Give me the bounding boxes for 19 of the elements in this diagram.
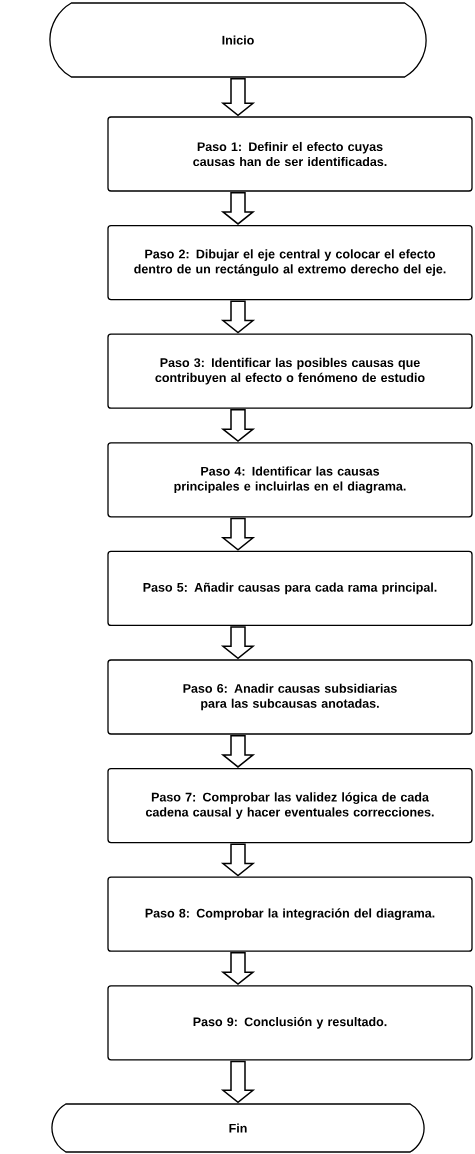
block-arrow — [220, 626, 256, 660]
process-box: Paso 4: Identificar las causas principales e incluirlas en el diagrama. — [107, 442, 473, 518]
block-arrow — [220, 191, 256, 225]
block-arrow — [220, 409, 256, 443]
process-box: Paso 5: Añadir causas para cada rama principal. — [107, 550, 473, 627]
process-box: Paso 8: Comprobar la integración del diagrama. — [107, 876, 473, 952]
process-box: Paso 7: Comprobar las validez lógica de cada cadena causal y hacer eventuales correcciones. — [107, 767, 473, 844]
process-box: Paso 2: Dibujar el eje central y colocar el efecto dentro de un rectángulo al extremo derecho del eje. — [107, 224, 473, 301]
block-arrow — [220, 77, 256, 117]
block-arrow — [220, 300, 256, 334]
block-arrow — [220, 517, 256, 551]
block-arrow — [220, 734, 256, 768]
process-box: Paso 9: Conclusión y resultado. — [107, 985, 473, 1061]
process-box: Paso 1: Definir el efecto cuyas causas han de ser identificadas. — [107, 116, 473, 192]
block-arrow — [220, 843, 256, 877]
block-arrow — [220, 952, 256, 986]
block-arrow — [220, 1060, 256, 1104]
process-box: Paso 3: Identificar las posibles causas que contribuyen al efecto o fenómeno de estudio — [107, 333, 473, 409]
process-box: Paso 6: Anadir causas subsidiarias para las subcausas anotadas. — [107, 659, 473, 735]
